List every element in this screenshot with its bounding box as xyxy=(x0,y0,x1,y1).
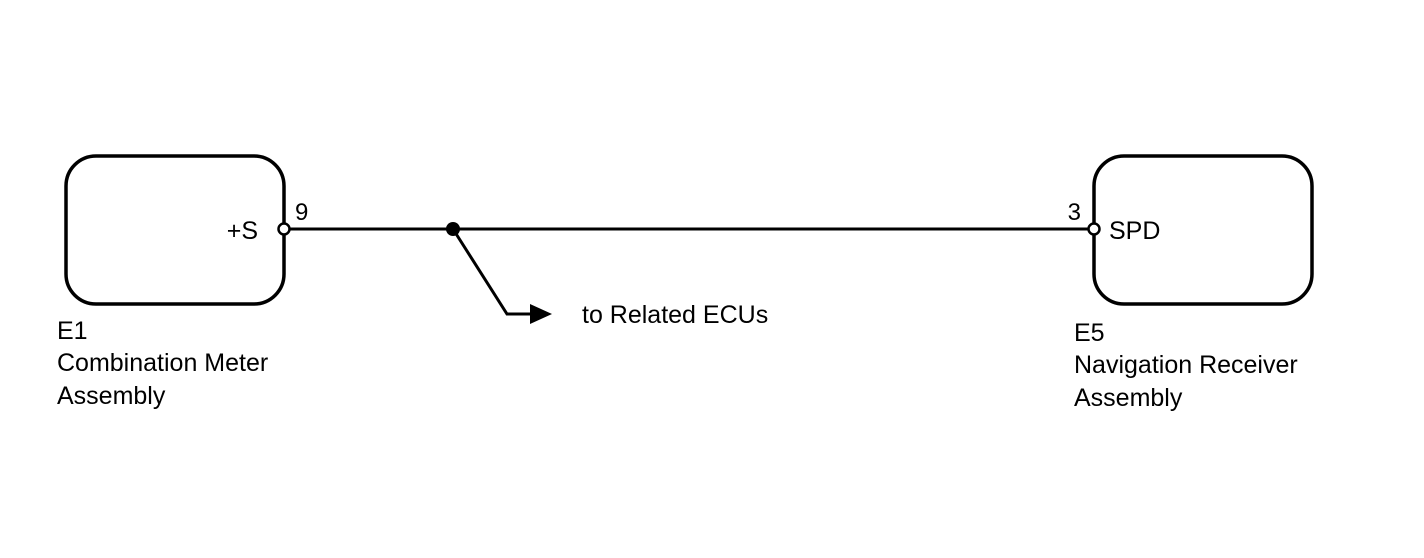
branch-arrow-icon xyxy=(530,304,552,324)
terminal-e1-pin xyxy=(277,222,291,236)
junction-dot xyxy=(446,222,460,236)
component-e5-code: E5 xyxy=(1074,319,1105,347)
branch-label: to Related ECUs xyxy=(582,301,768,329)
branch-wire xyxy=(451,228,538,316)
component-e1-name-line2: Assembly xyxy=(57,382,166,410)
terminal-e1-pin-number: 9 xyxy=(295,199,308,226)
terminal-e5-pin-number: 3 xyxy=(1068,199,1081,226)
component-e5-name-line2: Assembly xyxy=(1074,384,1183,412)
component-e1-code: E1 xyxy=(57,317,88,345)
component-e1-name-line1: Combination Meter xyxy=(57,349,268,377)
component-e5-name-line1: Navigation Receiver xyxy=(1074,351,1298,379)
terminal-e5-pin xyxy=(1087,222,1101,236)
terminal-e5-name: SPD xyxy=(1109,217,1160,245)
terminal-e1-name: +S xyxy=(227,217,258,245)
